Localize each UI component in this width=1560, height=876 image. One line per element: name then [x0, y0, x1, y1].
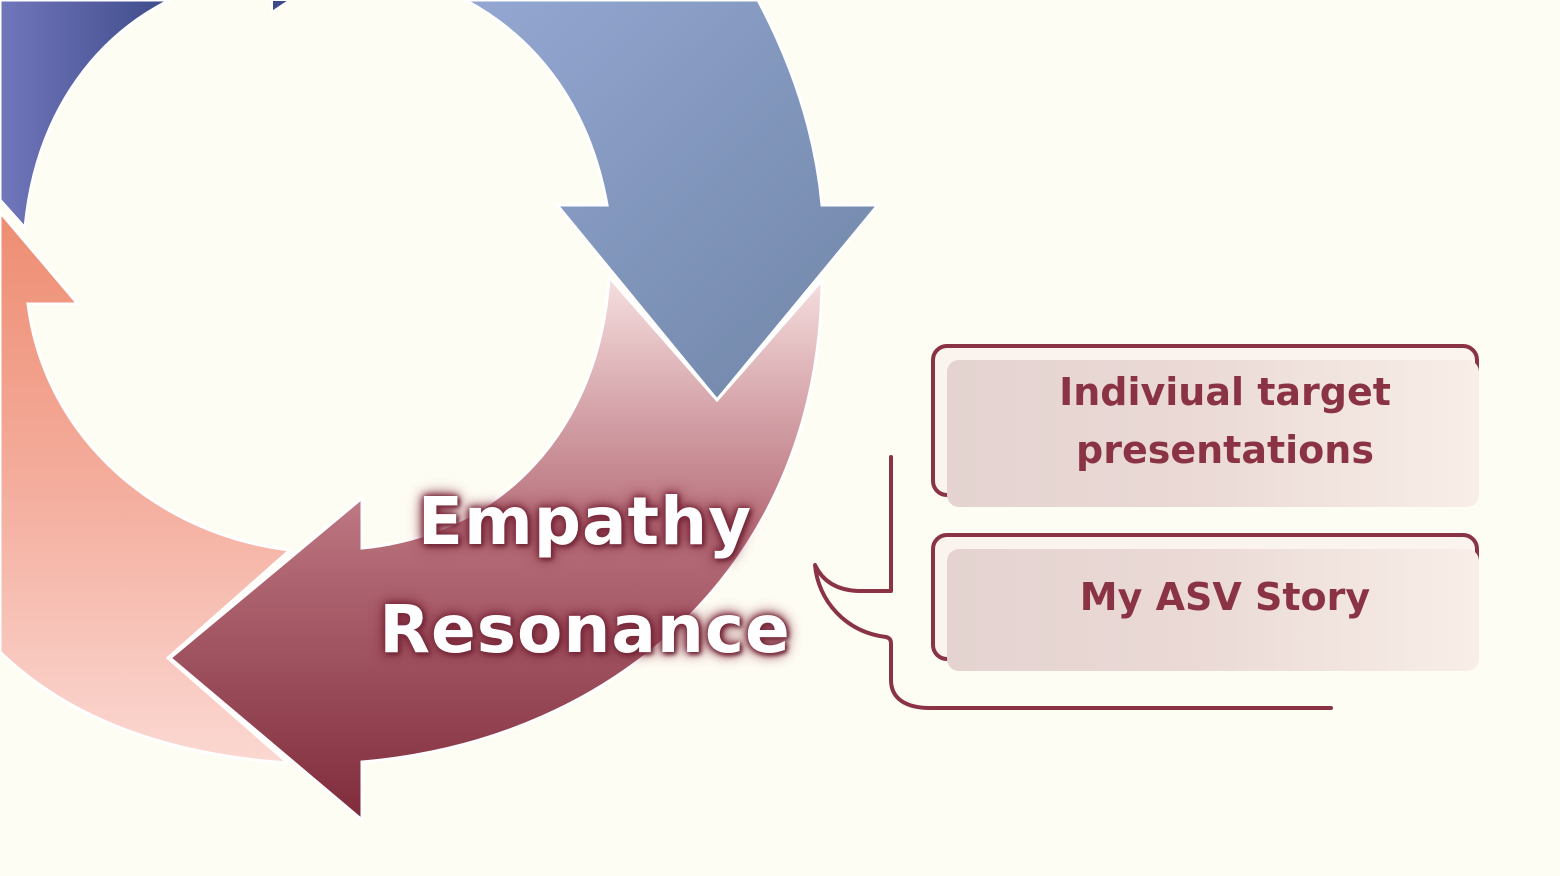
callout-label-asv-story: My ASV Story: [1079, 575, 1371, 619]
callout-box-fill: [947, 360, 1479, 507]
center-label-line-2: Resonance: [379, 591, 791, 668]
callout-label-target-presentations: Indiviual target presentations: [1059, 369, 1391, 472]
callout-box-asv-story: My ASV Story: [931, 533, 1479, 671]
cycle-arrow-top-left-tip: [271, 0, 292, 14]
cycle-arrow-top-left: [0, 0, 171, 232]
cycle-arrow-top-right: [464, 0, 882, 403]
center-label: Empathy Resonance: [360, 468, 810, 684]
center-label-line-1: Empathy: [417, 483, 753, 560]
cycle-arrow-bottom-right: [167, 273, 824, 824]
callout-box-fill: [947, 549, 1479, 671]
callout-box-target-presentations: Indiviual target presentations: [931, 344, 1479, 507]
cycle-arrow-left: [0, 209, 294, 765]
bracket-line: [813, 455, 1333, 710]
